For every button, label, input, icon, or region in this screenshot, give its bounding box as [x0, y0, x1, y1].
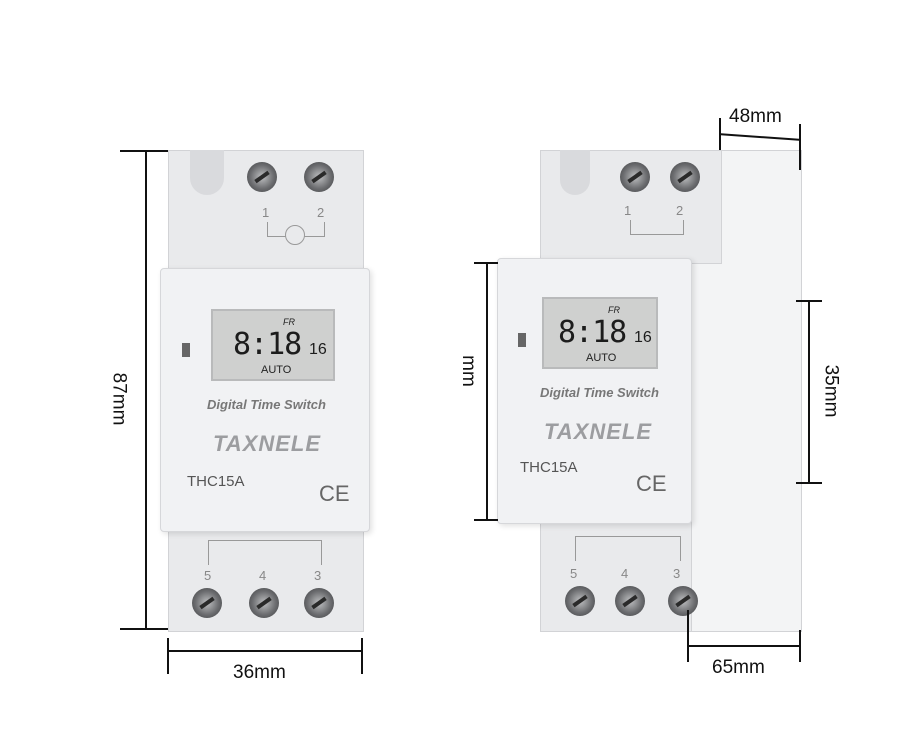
terminal-label: 3 — [314, 568, 322, 583]
bottom-block — [540, 520, 692, 632]
dimension-label: mm — [457, 355, 479, 387]
dimension-tick — [120, 628, 168, 630]
terminal-label: 1 — [624, 203, 632, 218]
status-led — [182, 343, 190, 357]
dimension-tick — [120, 150, 168, 152]
terminal-label: 1 — [262, 205, 270, 220]
dimension-tick — [799, 124, 801, 170]
screw-terminal — [670, 162, 700, 192]
ac-circle-icon — [285, 225, 305, 245]
lcd-mode: AUTO — [261, 364, 292, 376]
dimension-label: 35mm — [820, 364, 842, 418]
dimension-line — [688, 645, 800, 647]
dimension-tick — [687, 610, 689, 662]
ce-mark: CE — [636, 471, 667, 496]
dimension-tick — [796, 482, 822, 484]
terminal-label: 2 — [317, 205, 325, 220]
lcd-day: FR — [283, 317, 295, 327]
screw-terminal — [247, 162, 277, 192]
terminal-label: 5 — [570, 566, 578, 581]
dimension-tick — [474, 519, 498, 521]
terminal-label: 2 — [676, 203, 684, 218]
terminal-label: 4 — [259, 568, 267, 583]
dimension-tick — [796, 300, 822, 302]
product-name: Digital Time Switch — [540, 385, 659, 400]
screw-terminal — [565, 586, 595, 616]
lcd-day: FR — [608, 305, 620, 315]
lcd-time: 8:18 — [233, 327, 302, 362]
brand-logo: TAXNELE — [544, 419, 653, 444]
brand-logo: TAXNELE — [213, 431, 322, 456]
screw-terminal — [192, 588, 222, 618]
relay-symbol — [575, 536, 681, 561]
status-led — [518, 333, 526, 347]
screw-terminal — [249, 588, 279, 618]
dimension-tick — [799, 630, 801, 662]
terminal-label: 4 — [621, 566, 629, 581]
dimension-label: 48mm — [729, 106, 782, 127]
lcd-seconds: 16 — [309, 341, 327, 358]
terminal-label: 5 — [204, 568, 212, 583]
screw-terminal — [668, 586, 698, 616]
lcd-display: FR 8:18 16 AUTO — [211, 309, 335, 381]
screw-terminal — [304, 588, 334, 618]
notch — [190, 150, 224, 195]
dimension-label: 65mm — [712, 657, 765, 678]
relay-symbol — [208, 540, 322, 565]
terminal-label: 3 — [673, 566, 681, 581]
ce-mark: CE — [319, 481, 350, 506]
dimension-line — [145, 150, 147, 630]
ac-symbol — [630, 220, 684, 235]
screw-terminal — [304, 162, 334, 192]
model-number: THC15A — [187, 473, 245, 490]
product-name: Digital Time Switch — [207, 397, 326, 412]
lcd-time: 8:18 — [558, 315, 627, 350]
notch — [560, 150, 590, 195]
lcd-seconds: 16 — [634, 329, 652, 346]
dimension-line — [719, 133, 801, 141]
dimension-tick — [474, 262, 498, 264]
dimension-label: 87mm — [108, 372, 130, 426]
dimension-label: 36mm — [233, 662, 286, 683]
front-cover: FR 8:18 16 AUTO Digital Time Switch TAXN… — [160, 268, 370, 532]
dimension-line — [486, 262, 488, 520]
front-cover: FR 8:18 16 AUTO Digital Time Switch TAXN… — [497, 258, 692, 524]
dimension-tick — [167, 638, 169, 674]
dimension-line — [168, 650, 362, 652]
dimension-tick — [361, 638, 363, 674]
screw-terminal — [620, 162, 650, 192]
dimension-line — [808, 300, 810, 483]
lcd-display: FR 8:18 16 AUTO — [542, 297, 658, 369]
screw-terminal — [615, 586, 645, 616]
lcd-mode: AUTO — [586, 352, 617, 364]
model-number: THC15A — [520, 459, 578, 476]
